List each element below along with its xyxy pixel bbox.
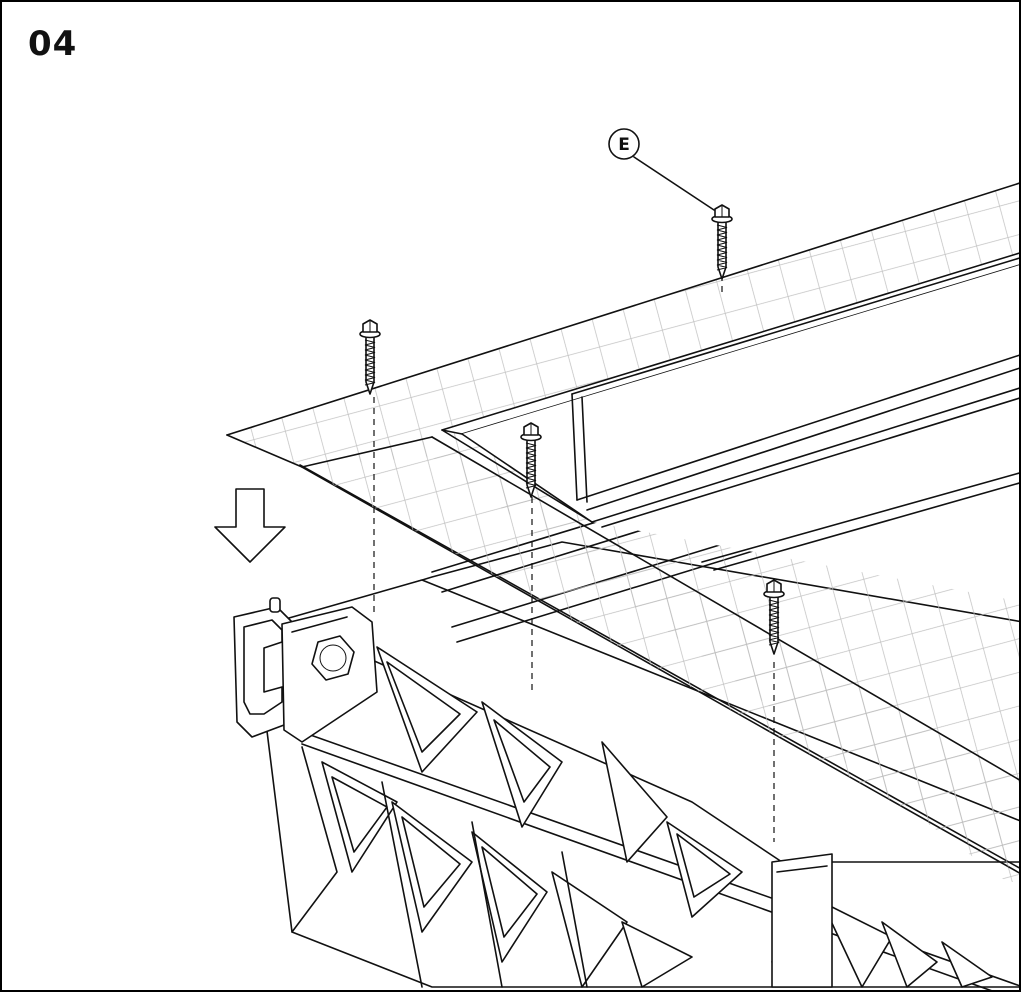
end-plate: [281, 606, 378, 743]
part-callout: E: [608, 128, 715, 211]
screw-icon: [711, 204, 733, 280]
screw-icon: [520, 422, 542, 498]
callout-label: E: [618, 135, 630, 155]
screws: [359, 204, 785, 655]
screw-icon: [763, 579, 785, 655]
panel-sheet: [226, 182, 1019, 882]
hex-bolt: [311, 635, 355, 681]
arrow-down-outline-icon: [214, 488, 286, 563]
step-number: 04: [28, 24, 78, 64]
callout-circle: [608, 128, 640, 160]
screw-icon: [359, 319, 381, 395]
c-channel-end: [233, 597, 293, 738]
